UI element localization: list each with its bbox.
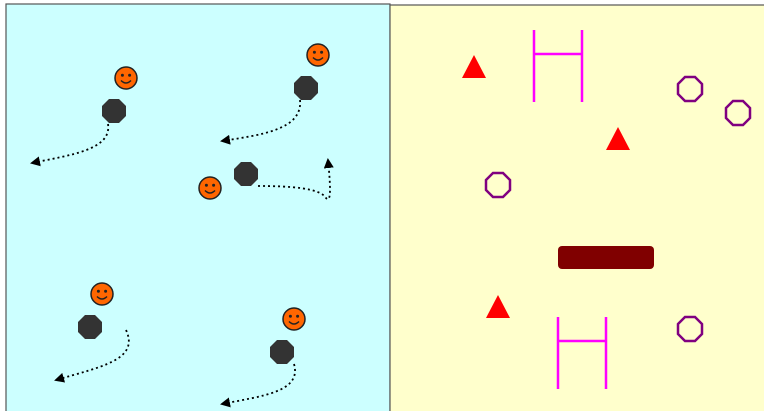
player-2-icon (306, 43, 330, 67)
player-1-icon (114, 66, 138, 90)
ball-5-icon (270, 340, 294, 364)
ball-1-icon (102, 99, 126, 123)
bench-icon (558, 246, 654, 269)
left-panel (5, 3, 391, 411)
dribble-path-3-icon (257, 158, 334, 201)
player-4-icon (90, 282, 114, 306)
ball-2-icon (294, 76, 318, 100)
player-5-icon (282, 307, 306, 331)
ball-4-icon (78, 315, 102, 339)
player-3-icon (198, 176, 222, 200)
ball-3-icon (234, 162, 258, 186)
dribble-path-2-icon (220, 99, 301, 145)
dribble-path-1-icon (30, 123, 109, 167)
right-panel (389, 4, 764, 411)
